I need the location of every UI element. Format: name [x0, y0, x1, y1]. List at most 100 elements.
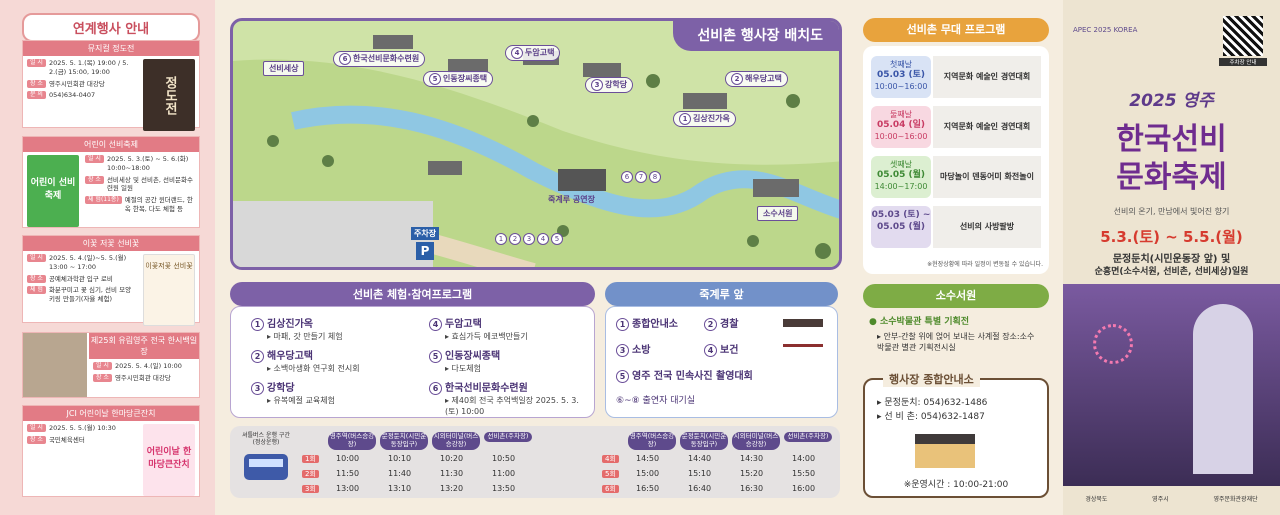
stage-day-row: 05.03 (토) ~ 05.05 (월)선비의 사방팔방 [871, 206, 1041, 248]
jukgye-title: 죽계루 앞 [605, 282, 838, 306]
bus-icon [244, 454, 288, 480]
bus-run-number: 4회 [602, 455, 619, 463]
cover-slogan: 선비의 온기, 만남에서 빛어진 향기 [1113, 207, 1230, 216]
sosu-title: 소수서원 [863, 284, 1049, 308]
map-label-sosu: 소수서원 [757, 206, 799, 221]
sosu-item: ● 소수박물관 특별 기획전 [869, 317, 970, 327]
bus-label: 셔틀버스 운행 구간 (정상운행) [242, 432, 290, 447]
bus-time: 16:00 [792, 484, 816, 493]
bus-time: 14:00 [792, 454, 816, 463]
qr-code-icon[interactable] [1223, 16, 1263, 56]
parking-label: 주차장 [411, 227, 440, 240]
bus-time: 16:50 [636, 484, 660, 493]
bus-stop-header: 선비촌(주차장) [484, 432, 532, 442]
qr-caption: 주차장 안내 [1219, 58, 1267, 66]
bus-time: 15:20 [740, 469, 764, 478]
bus-time: 14:40 [688, 454, 712, 463]
cover-place-1: 문정둔치(시민운동장 앞) 및 [1112, 254, 1231, 265]
cover-year: 2025 영주 [1129, 91, 1214, 111]
info-hours: ※운영시간 : 10:00-21:00 [903, 480, 1009, 490]
info-center-box: 행사장 종합안내소 ▸ 문정둔치: 054)632-1486▸ 선 비 촌: 0… [863, 371, 1049, 498]
bus-time: 15:10 [688, 469, 712, 478]
photo-image [23, 333, 87, 397]
cover-illustration [1063, 284, 1280, 486]
poster-image: 어린이날 한마당큰잔치 [143, 424, 195, 496]
bus-stop-header: 영주역(버스승강장) [628, 432, 676, 450]
bus-time: 16:30 [740, 484, 764, 493]
cover-panel: APEC 2025 KOREA 주차장 안내 2025 영주 한국선비 문화축제… [1063, 0, 1280, 515]
bus-time: 11:30 [440, 469, 464, 478]
bus-time: 14:50 [636, 454, 660, 463]
map-label-seonbisesang: 선비세상 [263, 61, 305, 76]
apec-logo: APEC 2025 KOREA [1073, 26, 1138, 34]
bus-stop-header: 시외터미널(버스승강장) [732, 432, 780, 450]
bus-time: 11:50 [336, 469, 360, 478]
poster-image: 이꽃저꽃 선비꽃 [143, 254, 195, 326]
bus-stop-header: 문정둔치(시민운동장입구) [680, 432, 728, 450]
shuttle-bus-table: 셔틀버스 운행 구간 (정상운행) 영주역(버스승강장)문정둔치(시민운동장입구… [230, 426, 840, 498]
bus-stop-header: 선비촌(주차장) [784, 432, 832, 442]
jukgye-extra: ⑥~⑧ 출연자 대기실 [616, 396, 696, 406]
bus-time: 13:00 [336, 484, 360, 493]
bus-time: 11:40 [388, 469, 412, 478]
scholar-figure [1193, 304, 1253, 474]
firework-icon [1093, 324, 1133, 364]
bus-time: 10:10 [388, 454, 412, 463]
bus-time: 13:20 [440, 484, 464, 493]
bus-run-number: 2회 [302, 470, 319, 478]
stage-program: 지역문화 예술인 경연대회 [933, 106, 1041, 148]
bus-run-number: 5회 [602, 470, 619, 478]
sosu-sub: ▸ 안부-간찰 위에 얹어 보내는 사계절 장소:소수박물관 별관 기획전시실 [877, 332, 1035, 353]
program-title: 선비촌 체험·참여프로그램 [230, 282, 595, 306]
bus-run-number: 6회 [602, 485, 619, 493]
bus-stop-header: 문정둔치(시민운동장입구) [380, 432, 428, 450]
bus-time: 10:20 [440, 454, 464, 463]
bus-time: 14:30 [740, 454, 764, 463]
sosu-content: ● 소수박물관 특별 기획전 ▸ 안부-간찰 위에 얹어 보내는 사계절 장소:… [863, 310, 1049, 355]
bus-time: 13:50 [492, 484, 516, 493]
stage-title: 선비촌 무대 프로그램 [863, 18, 1049, 42]
cover-date: 5.3.(토) ~ 5.5.(월) [1100, 228, 1243, 246]
info-title: 행사장 종합안내소 [883, 371, 980, 387]
bus-stop-header: 영주역(버스승강장) [328, 432, 376, 450]
bus-run-row: 4회 14:50 14:40 14:30 14:00 [602, 454, 815, 464]
stage-program: 선비의 사방팔방 [933, 206, 1041, 248]
event-header: 뮤지컬 정도전 [23, 41, 199, 56]
